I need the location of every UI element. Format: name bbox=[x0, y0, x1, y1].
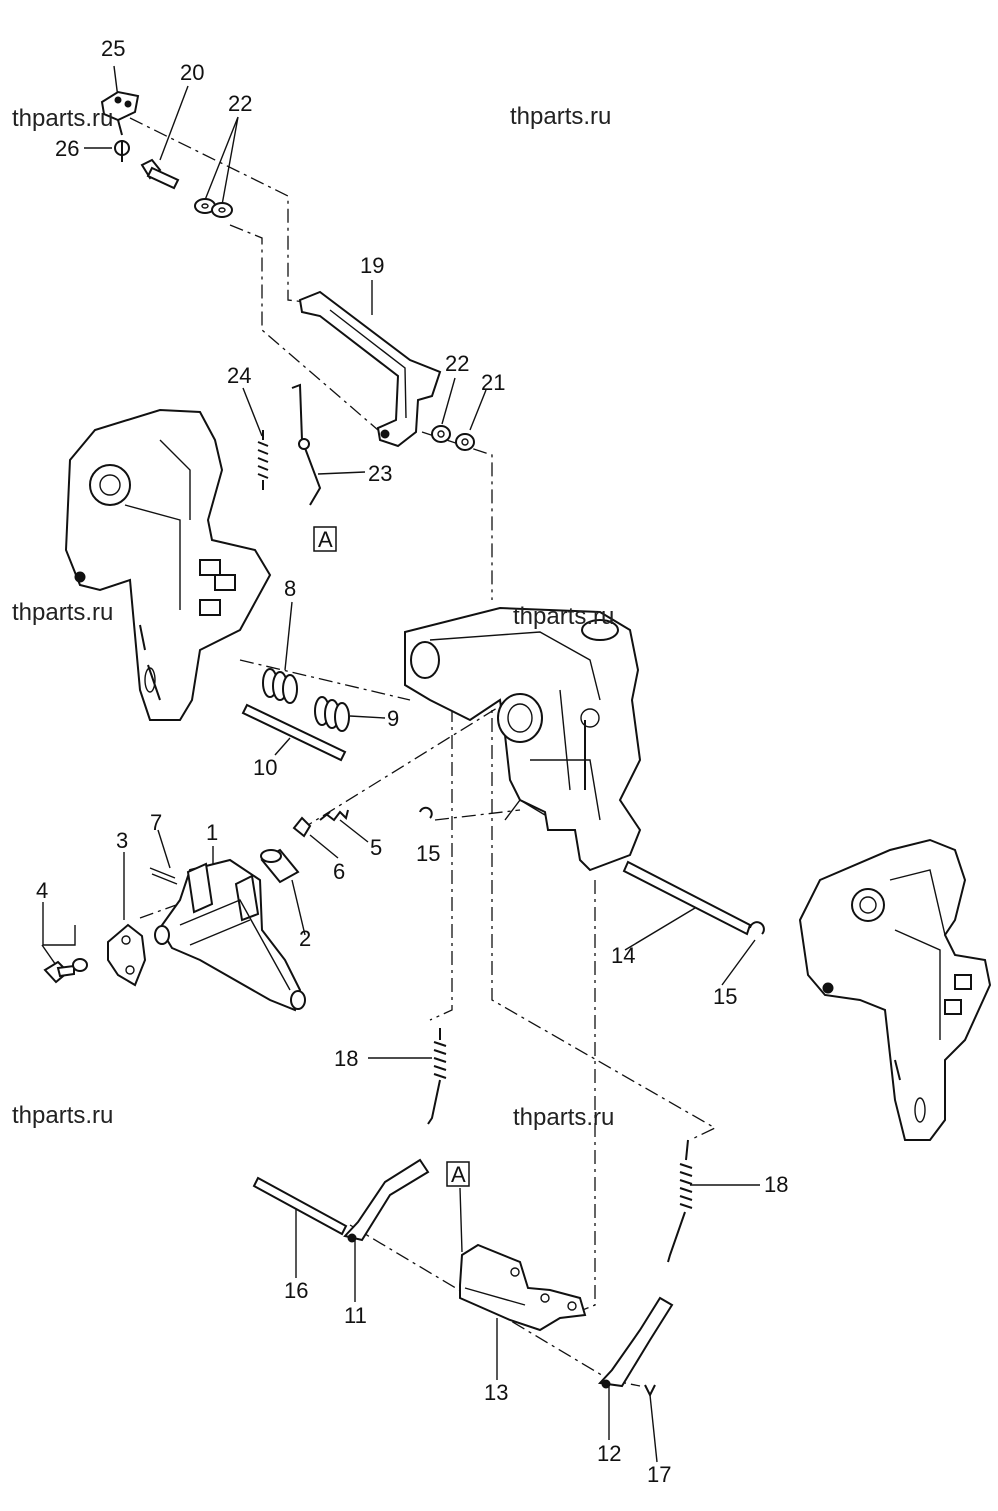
part-23-wire bbox=[291, 383, 322, 506]
callout-9: 9 bbox=[387, 706, 399, 731]
part-22-washers bbox=[194, 198, 233, 218]
callout-26: 26 bbox=[55, 136, 79, 161]
callout-24: 24 bbox=[227, 363, 251, 388]
part-26-screw bbox=[114, 140, 130, 162]
callout-2: 2 bbox=[299, 926, 311, 951]
part-1-swivel bbox=[154, 858, 306, 1012]
watermark: thparts.ru bbox=[513, 603, 614, 630]
callout-14: 14 bbox=[611, 943, 635, 968]
part-22-21-washers bbox=[431, 425, 475, 451]
callout-1: 1 bbox=[206, 820, 218, 845]
part-16-rod bbox=[252, 1176, 348, 1236]
part-15-clip-upper bbox=[419, 806, 433, 819]
part-18-spring-right bbox=[667, 1139, 693, 1263]
part-17-pin bbox=[644, 1384, 656, 1398]
part-6-clip bbox=[292, 816, 312, 838]
part-24-spring bbox=[257, 430, 269, 490]
callout-22: 22 bbox=[228, 91, 252, 116]
watermarks: thparts.ru thparts.ru thparts.ru thparts… bbox=[12, 103, 614, 1131]
reference-box-upper: A bbox=[313, 526, 337, 552]
callout-25: 25 bbox=[101, 36, 125, 61]
part-15-clip-lower bbox=[749, 921, 765, 935]
part-5-spring bbox=[319, 809, 349, 822]
part-14-shaft bbox=[622, 860, 752, 936]
callout-21: 21 bbox=[481, 370, 505, 395]
callout-8: 8 bbox=[284, 576, 296, 601]
watermark: thparts.ru bbox=[513, 1104, 614, 1131]
part-9-spring bbox=[314, 696, 350, 732]
reference-box-lower: A bbox=[446, 1161, 470, 1187]
part-11-lever bbox=[343, 1158, 430, 1243]
callout-10: 10 bbox=[253, 755, 277, 780]
leader-lines bbox=[41, 65, 760, 1463]
part-13-bracket bbox=[459, 1243, 587, 1332]
callout-11: 11 bbox=[344, 1303, 367, 1328]
callout-18b: 18 bbox=[764, 1172, 788, 1197]
part-4-bolt-washer bbox=[43, 958, 88, 984]
part-7-pin bbox=[149, 867, 178, 885]
part-20-bolt bbox=[140, 158, 180, 190]
watermark: thparts.ru bbox=[12, 105, 113, 132]
callout-17: 17 bbox=[647, 1462, 671, 1487]
part-10-shaft bbox=[241, 703, 347, 762]
reference-box-upper-label: A bbox=[318, 527, 333, 552]
right-clamp-bracket bbox=[798, 838, 992, 1141]
reference-box-lower-label: A bbox=[451, 1162, 466, 1187]
callout-15b: 15 bbox=[713, 984, 737, 1009]
watermark: thparts.ru bbox=[510, 103, 611, 130]
callout-20: 20 bbox=[180, 60, 204, 85]
callout-18a: 18 bbox=[334, 1046, 358, 1071]
watermark: thparts.ru bbox=[12, 1102, 113, 1129]
callout-23: 23 bbox=[368, 461, 392, 486]
watermark: thparts.ru bbox=[12, 599, 113, 626]
callout-4: 4 bbox=[36, 878, 48, 903]
part-18-spring-left bbox=[427, 1028, 447, 1125]
left-clamp-bracket bbox=[64, 408, 272, 721]
callout-19: 19 bbox=[360, 253, 384, 278]
callout-22b: 22 bbox=[445, 351, 469, 376]
part-25-clip bbox=[100, 90, 140, 136]
callout-13: 13 bbox=[484, 1380, 508, 1405]
part-19-bracket bbox=[298, 290, 442, 448]
callout-6: 6 bbox=[333, 859, 345, 884]
callout-16: 16 bbox=[284, 1278, 308, 1303]
callout-7: 7 bbox=[150, 810, 162, 835]
part-8-spring bbox=[262, 668, 298, 704]
callouts: 25 20 22 26 19 24 22 21 23 8 9 10 1 7 3 … bbox=[36, 36, 788, 1487]
part-12-lever bbox=[597, 1296, 674, 1389]
callout-3: 3 bbox=[116, 828, 128, 853]
center-stern-bracket bbox=[404, 606, 642, 872]
callout-5: 5 bbox=[370, 835, 382, 860]
callout-12: 12 bbox=[597, 1441, 621, 1466]
part-3-plate bbox=[107, 923, 147, 987]
part-2-sleeve bbox=[260, 848, 300, 884]
callout-15a: 15 bbox=[416, 841, 440, 866]
